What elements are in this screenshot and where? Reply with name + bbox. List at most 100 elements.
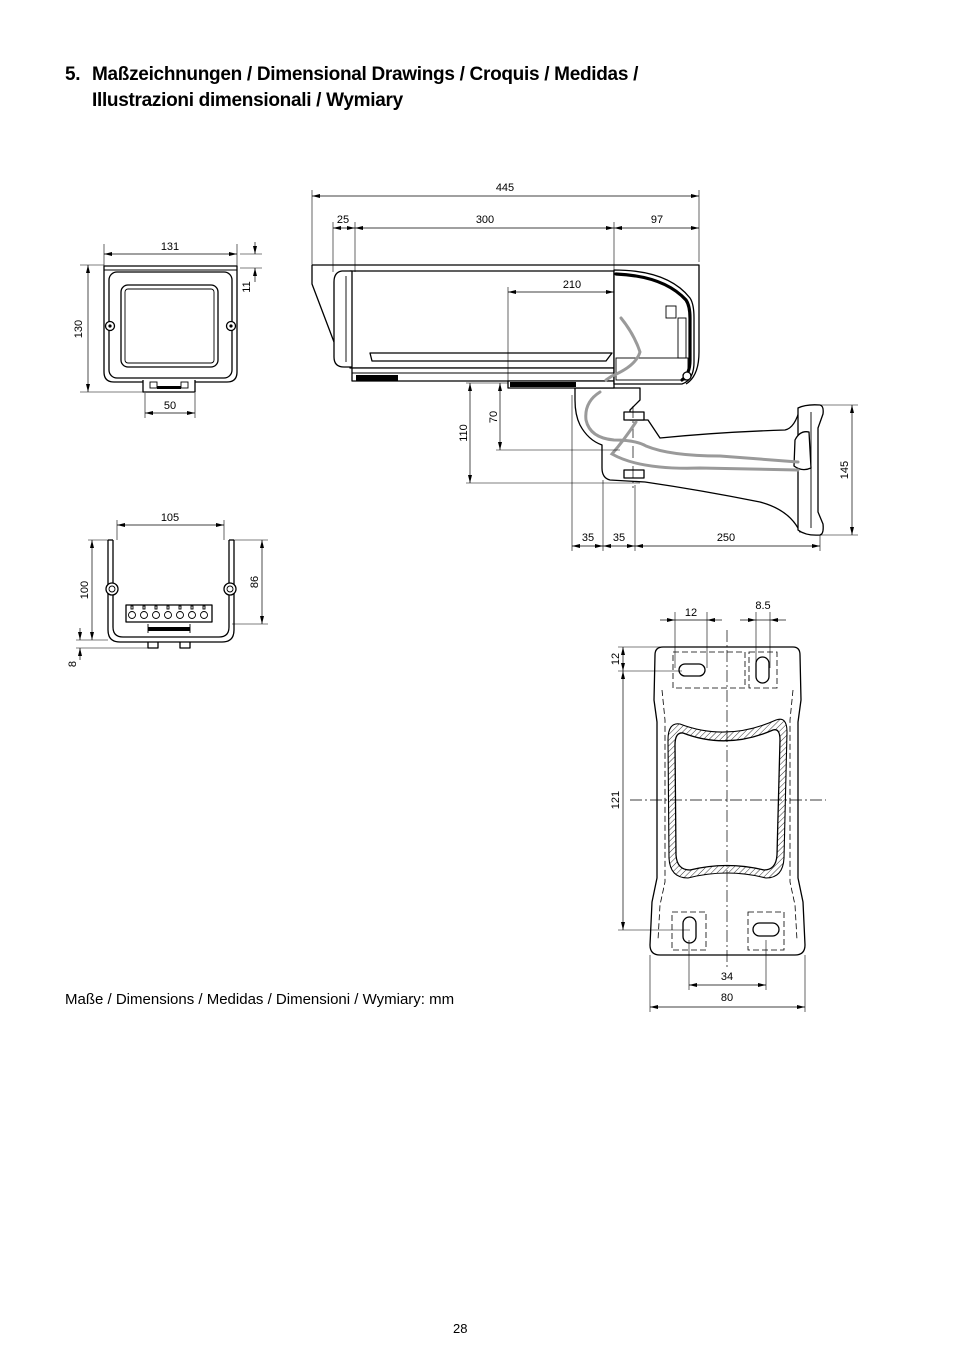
dimension-front-height: 130 [73,264,143,393]
dimension-mount-offset: 210 [507,279,614,383]
dimension-slot-b: 8.5 [740,600,786,668]
dimension-hole-pitch-vertical: 121 [610,671,690,931]
rear-inner-outline [112,540,230,638]
dimension-label: 86 [249,576,261,588]
dimension-housing-segments: 25 300 97 [332,214,699,272]
page-number: 28 [453,1321,468,1336]
dimension-label: 110 [458,424,470,442]
rear-screw-left-inner [108,585,116,593]
dimension-label: 35 [582,532,594,544]
cable [604,316,642,382]
section-number: 5. [65,64,81,85]
front-bezel [333,270,353,368]
dimension-label: 445 [496,182,514,194]
dimension-top-edge: 12 [610,646,682,672]
mount-screw-left-center [108,324,112,328]
mount-screw-right-center [229,324,233,328]
dimension-wall-plate-height: 145 [812,404,858,536]
terminal-screws [128,605,208,619]
dimension-label: 100 [79,581,91,599]
dimension-label: 145 [839,461,851,479]
terminal-tab [130,605,134,610]
rear-view-drawing: 105 100 86 8 [67,512,268,667]
terminal-screw [140,611,148,619]
wall-plate-drawing: 12 8.5 12 121 [610,600,826,1012]
dimension-front-base: 50 [144,393,196,418]
cable-opening-inner [674,729,781,871]
dimension-label: 25 [337,214,349,226]
dimension-rear-inner-height: 86 [232,539,268,625]
front-window [120,284,219,368]
mount-arm [574,387,801,533]
terminal-screw [200,611,208,619]
dimension-rear-height: 100 [76,539,108,641]
dimension-joint-height: 70 [488,383,620,451]
rear-screw-left [105,582,119,596]
wall-plate-cutout [793,431,812,471]
dimension-total-length: 445 [311,182,700,265]
slot-top-left [678,663,706,677]
rear-outer-outline [107,540,235,643]
dimension-label: 8 [67,661,79,667]
terminal-block [125,604,213,623]
dimension-hole-pitch-horizontal: 34 [688,940,767,990]
dimension-label: 35 [613,532,625,544]
dimension-label: 11 [241,281,253,292]
dimension-label: 210 [563,279,581,291]
dimension-rear-foot: 8 [67,628,148,667]
dimension-label: 121 [610,791,622,809]
bracket-bar [157,386,181,389]
dimension-slot-a: 12 [660,607,722,668]
wall-plate-hidden-edge-left [657,689,666,941]
hole-area-top-right [748,651,778,689]
dimension-arm-segments: 35 35 250 [571,395,821,551]
cable [584,390,800,464]
dimension-label: 80 [721,992,733,1004]
front-view-drawing: 131 11 130 50 [73,241,262,418]
dimension-label: 105 [161,512,179,524]
dimension-label: 50 [164,400,176,412]
dimension-label: 8.5 [755,600,770,612]
dimension-label: 97 [651,214,663,226]
rear-screw-right-inner [226,585,234,593]
dimension-label: 12 [685,607,697,619]
terminal-screw [176,611,184,619]
adapter-strip [510,382,576,387]
rear-terminal [677,317,687,359]
bracket-slot-left [149,381,158,389]
terminal-tab [202,605,206,610]
dimension-label: 12 [610,653,622,665]
terminal-tab [154,605,158,610]
terminal-tab [190,605,194,610]
pivot-nut-bottom [623,469,645,479]
dimension-front-width: 131 [103,241,238,266]
terminal-tab [166,605,170,610]
dimension-label: 70 [488,411,500,423]
terminal-tab [142,605,146,610]
rear-compartment [615,357,689,381]
sunshield [311,264,700,385]
terminal-screw [188,611,196,619]
hole-area-top-left [672,651,746,689]
rail-strip [356,375,398,381]
rear-connector [665,305,677,319]
terminal-screw [152,611,160,619]
rear-screw-right [223,582,237,596]
dimension-label: 300 [476,214,494,226]
section-heading: 5. Maßzeichnungen / Dimensional Drawings… [65,62,638,114]
front-window-glass [124,288,215,364]
cable [609,420,800,472]
wall-plate-hidden-edge-right [789,689,798,941]
dimension-label: 131 [161,241,179,253]
slot-bottom-right [752,922,780,937]
dimension-mount-height: 110 [458,382,640,484]
foot-left [147,642,159,649]
slot-top-right [755,656,770,684]
section-title-line-1: Maßzeichnungen / Dimensional Drawings / … [92,64,639,85]
camera-plate [369,352,613,362]
bracket-slot-right [180,381,189,389]
side-view-drawing: 445 25 300 97 210 [311,182,858,551]
terminal-screw [164,611,172,619]
units-caption: Maße / Dimensions / Medidas / Dimensioni… [65,991,455,1008]
